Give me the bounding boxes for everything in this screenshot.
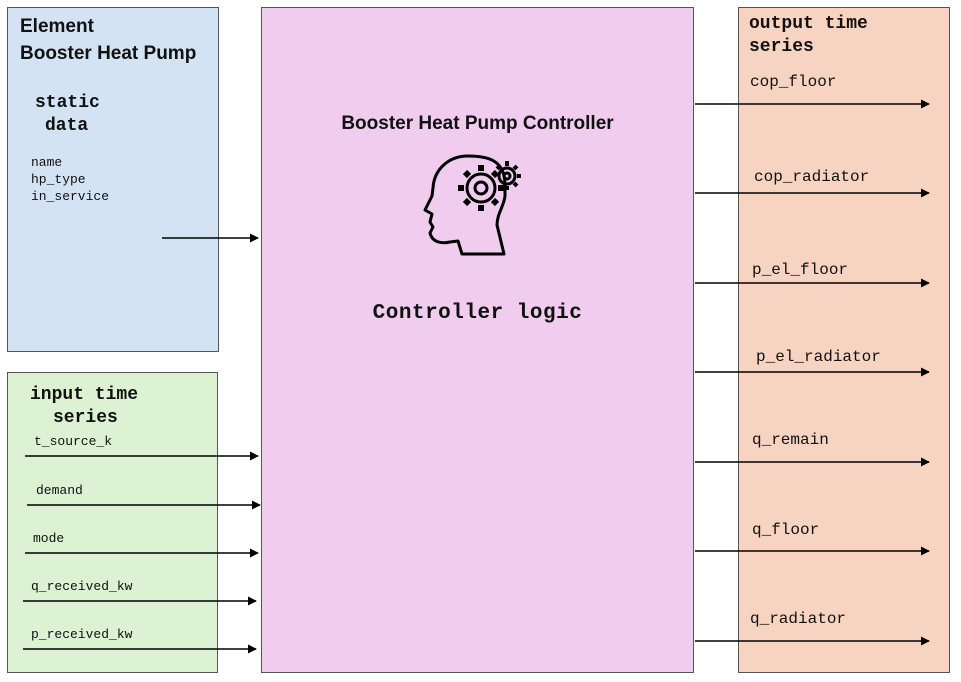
head-with-gear-icon <box>423 154 521 256</box>
input-item-t-source-k: t_source_k <box>34 434 113 449</box>
input-title-line2: series <box>53 408 118 428</box>
static-data-label-line2: data <box>45 116 89 136</box>
output-item-q-floor: q_floor <box>752 521 820 539</box>
output-item-p-el-floor: p_el_floor <box>752 261 849 279</box>
input-item-p-received-kw: p_received_kw <box>31 627 133 642</box>
controller-box <box>261 7 694 673</box>
output-title-line2: series <box>749 37 814 57</box>
output-item-cop-radiator: cop_radiator <box>754 168 870 186</box>
input-item-q-received-kw: q_received_kw <box>31 579 133 594</box>
element-title-line2: Booster Heat Pump <box>20 43 197 64</box>
output-time-series-box <box>738 7 950 673</box>
controller-title: Booster Heat Pump Controller <box>341 113 614 134</box>
output-item-cop-floor: cop_floor <box>750 73 837 91</box>
static-data-label-line1: static <box>35 93 100 113</box>
input-item-demand: demand <box>36 483 83 498</box>
output-item-p-el-radiator: p_el_radiator <box>756 348 881 366</box>
element-static-box <box>7 7 219 352</box>
input-title-line1: input time <box>30 385 139 405</box>
output-item-q-radiator: q_radiator <box>750 610 847 628</box>
output-item-q-remain: q_remain <box>752 431 829 449</box>
static-field-hp-type: hp_type <box>31 172 86 187</box>
output-title-line1: output time <box>749 14 868 34</box>
element-title-line1: Element <box>20 16 94 37</box>
input-item-mode: mode <box>33 531 65 546</box>
controller-logic-label: Controller logic <box>372 302 583 325</box>
input-time-series-box <box>7 372 218 673</box>
static-field-name: name <box>31 155 63 170</box>
static-field-in-service: in_service <box>31 189 110 204</box>
